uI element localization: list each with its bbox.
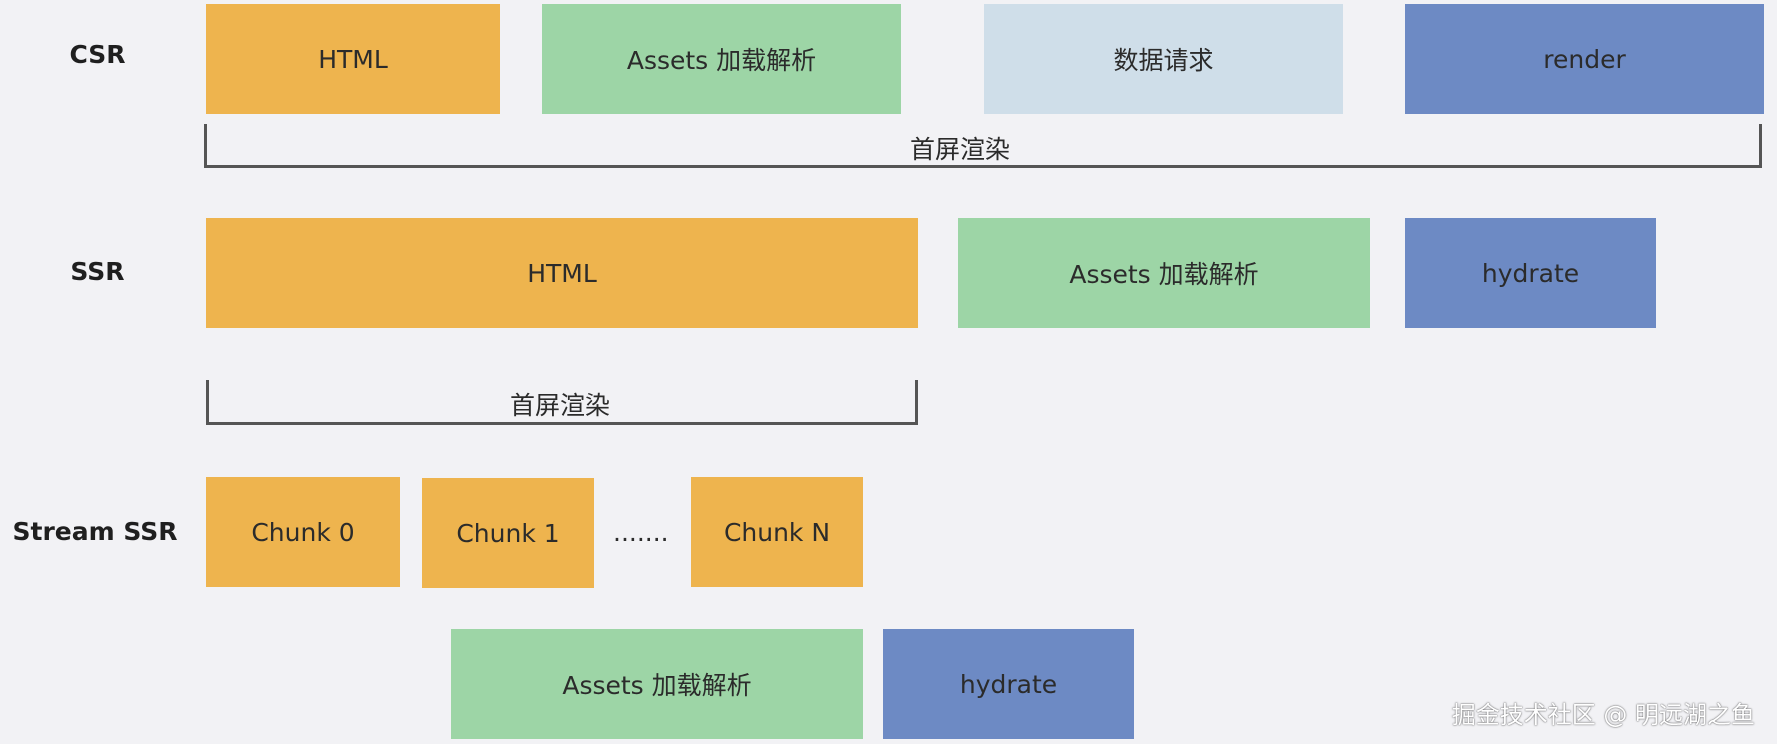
csr-assets-block: Assets 加载解析 (542, 4, 901, 114)
ssr-hydrate-block: hydrate (1405, 218, 1656, 328)
stream-chunk-ellipsis: ....... (613, 518, 669, 547)
csr-render-block: render (1405, 4, 1764, 114)
csr-first-screen-label: 首屏渲染 (909, 135, 1010, 164)
csr-row-label: CSR (69, 40, 126, 69)
stream-chunk-n-block: Chunk N (691, 477, 863, 587)
stream-hydrate-block: hydrate (883, 629, 1134, 739)
stream-assets-block: Assets 加载解析 (451, 629, 863, 739)
ssr-row-label: SSR (70, 257, 125, 286)
ssr-html-block: HTML (206, 218, 918, 328)
csr-data-request-block: 数据请求 (984, 4, 1343, 114)
csr-first-screen-bracket (204, 124, 1762, 168)
ssr-first-screen-label: 首屏渲染 (509, 391, 610, 420)
ssr-assets-block: Assets 加载解析 (958, 218, 1370, 328)
stream-chunk-0-block: Chunk 0 (206, 477, 400, 587)
stream-ssr-row-label: Stream SSR (12, 517, 178, 546)
csr-html-block: HTML (206, 4, 500, 114)
ssr-first-screen-bracket (206, 380, 918, 425)
watermark-text: 掘金技术社区 @ 明远湖之鱼 (1451, 701, 1755, 729)
stream-chunk-1-block: Chunk 1 (422, 478, 594, 588)
